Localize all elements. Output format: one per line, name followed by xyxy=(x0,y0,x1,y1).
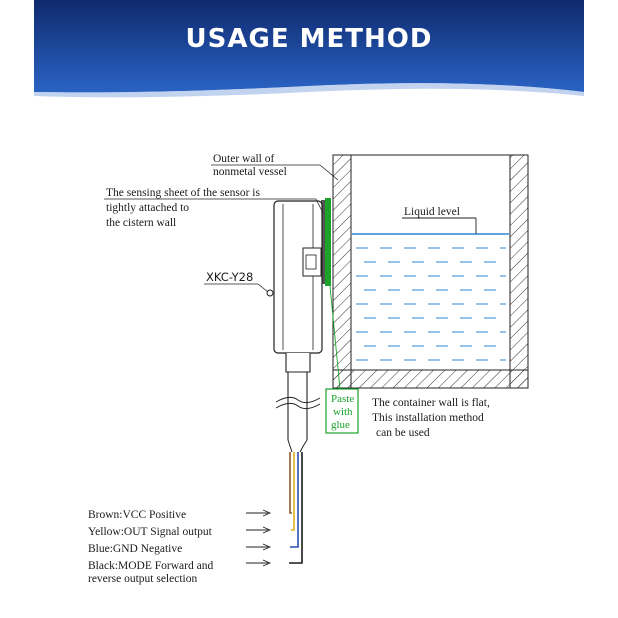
wire-label-black-line2: reverse output selection xyxy=(88,573,197,585)
header-banner: USAGE METHOD xyxy=(0,0,618,112)
arrow-head-icon xyxy=(262,509,272,517)
wire-label-yellow: Yellow:OUT Signal output xyxy=(88,526,213,538)
sensing-sheet-label-line1: The sensing sheet of the sensor is xyxy=(106,187,260,199)
outer-wall-label-line1: Outer wall of xyxy=(213,153,274,165)
arrow-head-icon xyxy=(262,559,272,567)
page-title: USAGE METHOD xyxy=(185,24,433,54)
wire-line xyxy=(289,452,292,514)
paste-glue-box xyxy=(325,388,359,434)
container-note-line2: This installation method xyxy=(372,412,484,424)
outer-wall-leader xyxy=(319,164,339,181)
sensor-neck xyxy=(285,353,311,373)
wire-arrows xyxy=(246,509,272,567)
container-note-line3: can be used xyxy=(376,427,430,439)
sensing-sheet-leader xyxy=(315,198,324,214)
liquid-level-label: Liquid level xyxy=(404,206,460,218)
wire-line xyxy=(289,452,303,564)
sensor-body xyxy=(266,200,323,373)
sensing-sheet-label-line3: the cistern wall xyxy=(106,217,176,229)
vessel-bottom-wall xyxy=(332,369,529,389)
arrow-head-icon xyxy=(262,526,272,534)
wire-label-brown: Brown:VCC Positive xyxy=(88,509,186,521)
paste-glue-line1: Paste xyxy=(331,393,354,405)
paste-glue-line3: glue xyxy=(331,419,350,431)
cable xyxy=(275,372,321,453)
liquid xyxy=(352,233,509,361)
outer-wall-label-line2: nonmetal vessel xyxy=(213,166,287,178)
vessel xyxy=(332,154,529,389)
wire-line xyxy=(290,452,299,548)
banner-background xyxy=(34,0,584,98)
vessel-interior xyxy=(350,154,511,371)
wire-label-black: Black:MODE Forward and xyxy=(88,560,213,572)
sensing-sheet-label-line2: tightly attached to xyxy=(106,202,189,214)
glue-strip xyxy=(325,198,331,286)
container-note-line1: The container wall is flat, xyxy=(372,397,490,409)
model-leader xyxy=(257,283,269,293)
vessel-right-wall xyxy=(509,154,529,389)
sensing-sheet xyxy=(321,200,325,284)
glue-leader xyxy=(329,285,341,390)
arrow-head-icon xyxy=(262,543,272,551)
water-dashes xyxy=(356,247,506,361)
sensor-housing xyxy=(273,200,323,354)
sensor-indicator-icon xyxy=(266,289,274,297)
model-label: XKC-Y28 xyxy=(206,270,253,284)
vessel-left-wall xyxy=(332,154,352,389)
paste-glue-line2: with xyxy=(333,406,353,418)
wire-line xyxy=(291,452,295,531)
wire-label-blue: Blue:GND Negative xyxy=(88,543,182,555)
wire-bundle xyxy=(289,452,303,564)
